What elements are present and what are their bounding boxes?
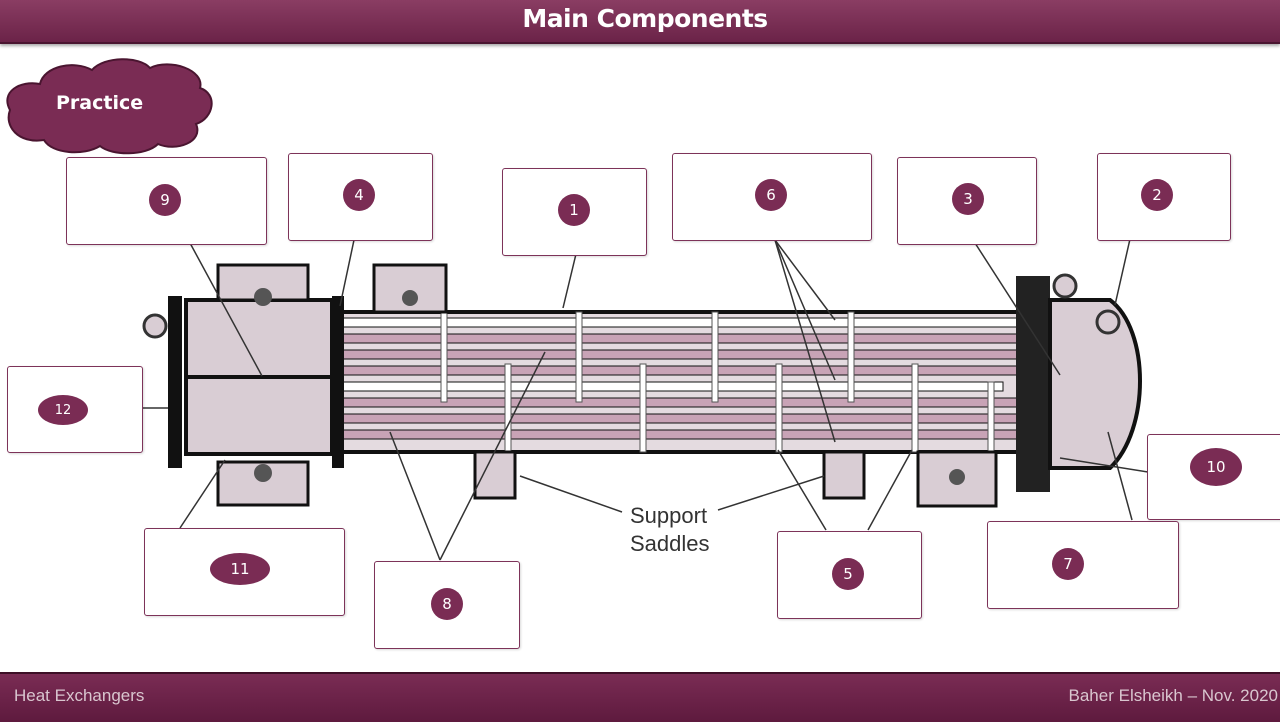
rear-head (1016, 273, 1142, 492)
callout-number-8: 8 (431, 588, 463, 620)
title-bar: Main Components (0, 0, 1280, 44)
callout-number-2: 2 (1141, 179, 1173, 211)
callout-number-9: 9 (149, 184, 181, 216)
callout-number-5: 5 (832, 558, 864, 590)
practice-cloud-icon (6, 58, 213, 155)
callout-number-6: 6 (755, 179, 787, 211)
footer-author-date: Baher Elsheikh – Nov. 2020 (1068, 686, 1278, 705)
footer-course-title: Heat Exchangers (14, 686, 145, 705)
callout-number-4: 4 (343, 179, 375, 211)
callout-number-11: 11 (210, 553, 270, 585)
support-label-line2: Saddles (630, 531, 710, 556)
practice-label: Practice (56, 92, 144, 114)
front-head (142, 296, 344, 468)
support-label-line1: Support (630, 503, 708, 528)
callout-number-3: 3 (952, 183, 984, 215)
leader-lines (142, 238, 1149, 561)
support-saddles (473, 450, 866, 500)
callout-number-7: 7 (1052, 548, 1084, 580)
footer-bar: Heat Exchangers Baher Elsheikh – Nov. 20… (0, 672, 1280, 722)
baffles (440, 311, 995, 453)
callout-number-12: 12 (38, 395, 88, 425)
page-title: Main Components (522, 4, 768, 33)
callout-number-1: 1 (558, 194, 590, 226)
nozzles (216, 263, 998, 508)
support-saddles-label: Support Saddles (630, 502, 710, 558)
callout-number-10: 10 (1190, 448, 1242, 486)
